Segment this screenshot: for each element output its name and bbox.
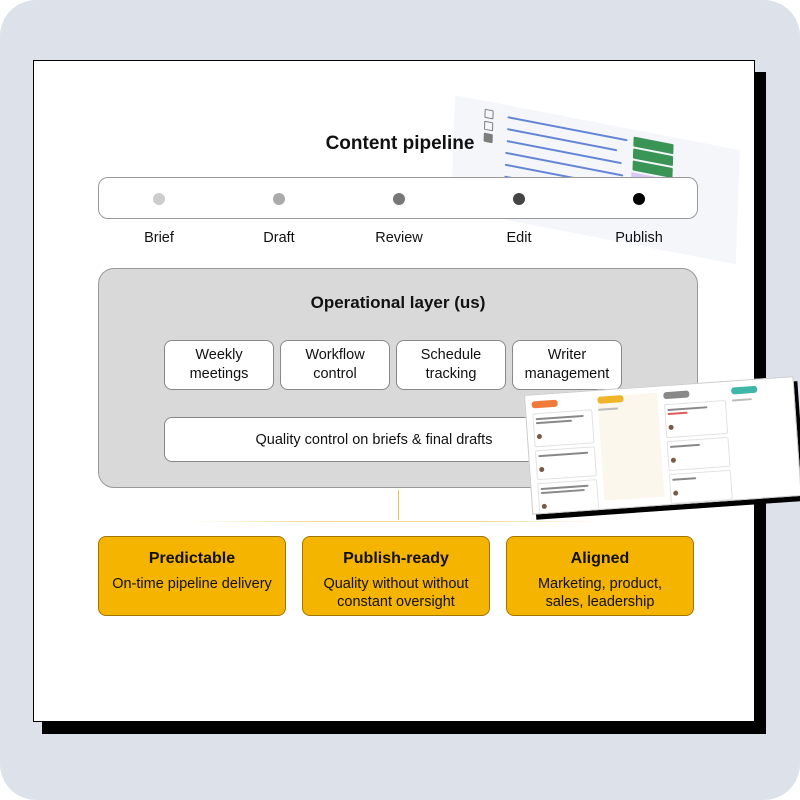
weekly-meetings-box: Weekly meetings — [164, 340, 274, 390]
kanban-board-thumbnail — [524, 376, 800, 515]
outcome-aligned: Aligned Marketing, product, sales, leade… — [506, 536, 694, 616]
writer-management-box: Writer management — [512, 340, 622, 390]
outcome-publish-ready: Publish-ready Quality without without co… — [302, 536, 490, 616]
outcome-description: Marketing, product, sales, leadership — [537, 576, 663, 611]
outcome-title: Publish-ready — [343, 550, 449, 567]
stage-label-edit: Edit — [506, 230, 532, 246]
stage-dot-draft — [273, 193, 285, 205]
schedule-tracking-box: Schedule tracking — [396, 340, 506, 390]
stage-label-publish: Publish — [615, 230, 663, 246]
stage-label-review: Review — [375, 230, 423, 246]
stage-dot-review — [393, 193, 405, 205]
outcome-description: Quality without without constant oversig… — [323, 576, 469, 611]
stage-label-brief: Brief — [144, 230, 174, 246]
connector-line — [398, 490, 399, 520]
operational-layer-title: Operational layer (us) — [310, 293, 486, 312]
outcome-title: Aligned — [570, 550, 630, 567]
stage-dot-brief — [153, 193, 165, 205]
outcome-title: Predictable — [148, 550, 236, 567]
diagram-title: Content pipeline — [325, 133, 475, 154]
outcome-description: On-time pipeline delivery — [112, 576, 272, 592]
quality-control-box: Quality control on briefs & final drafts — [164, 417, 594, 462]
quality-control-label: Quality control on briefs & final drafts — [255, 431, 493, 448]
stage-dot-edit — [513, 193, 525, 205]
connector-branch — [190, 521, 602, 522]
pipeline-timeline — [98, 177, 698, 219]
outcome-predictable: Predictable On-time pipeline delivery — [98, 536, 286, 616]
workflow-control-box: Workflow control — [280, 340, 390, 390]
stage-dot-publish — [633, 193, 645, 205]
stage-label-draft: Draft — [263, 230, 295, 246]
